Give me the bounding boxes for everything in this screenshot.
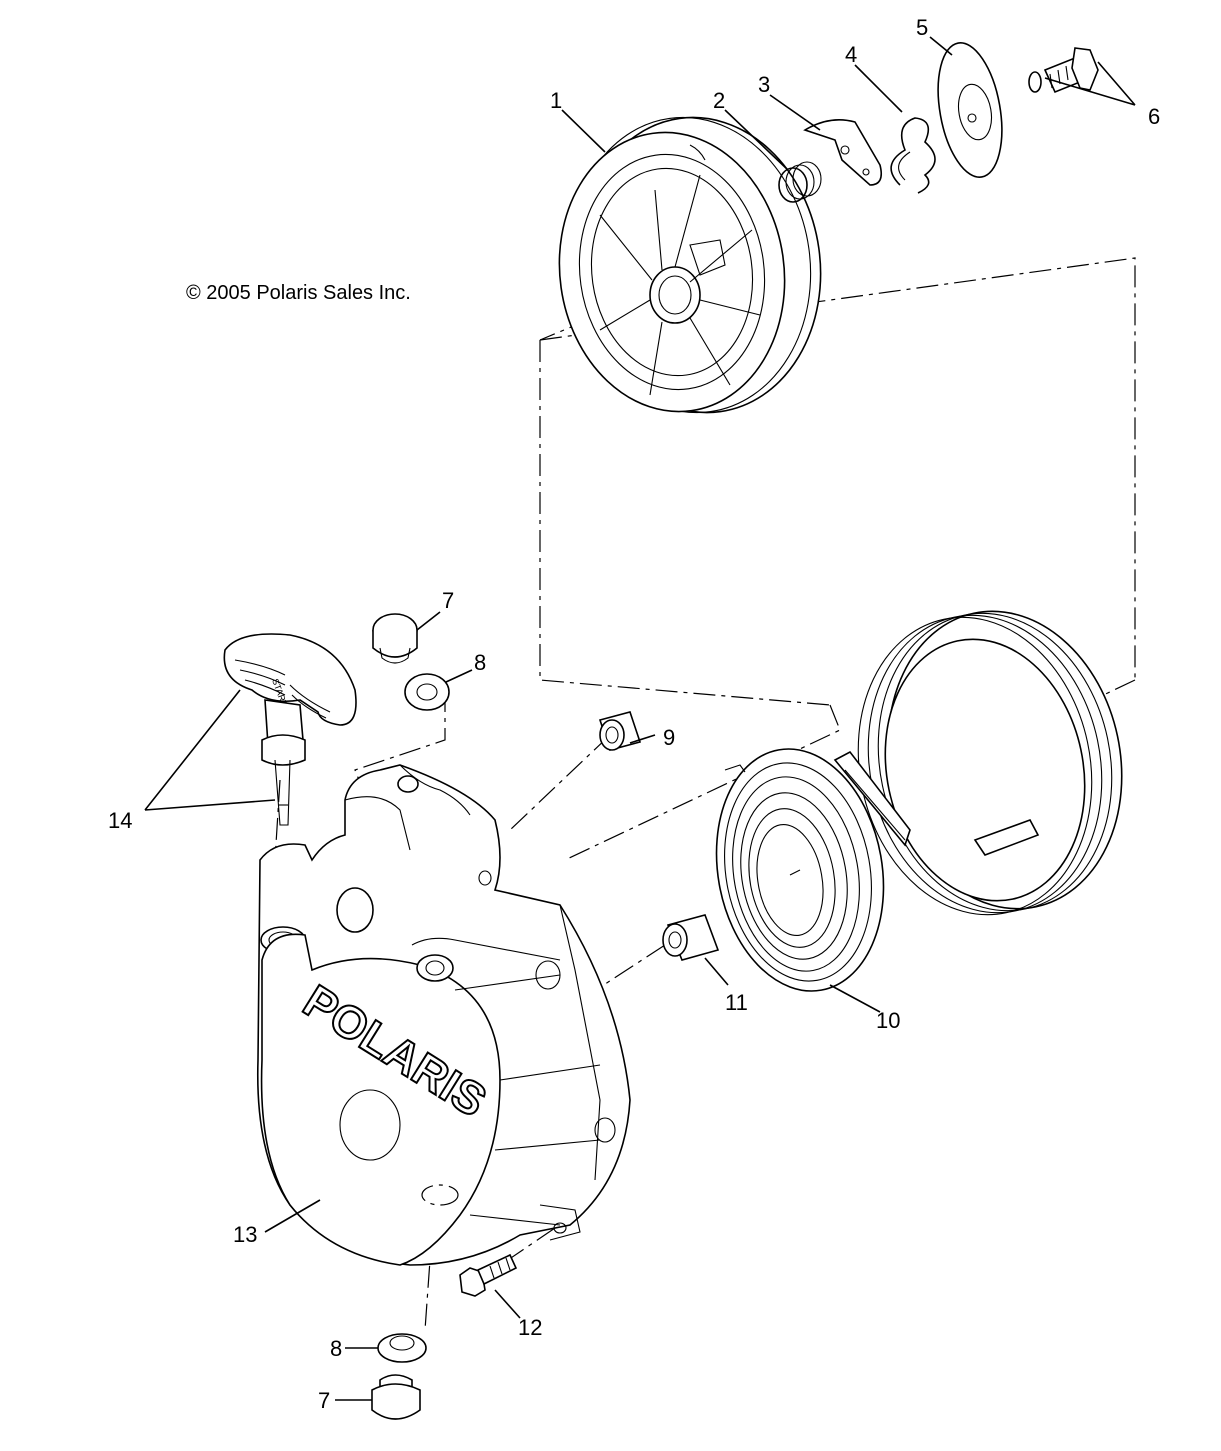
callout-8-top: 8 xyxy=(474,650,486,675)
callout-1: 1 xyxy=(550,88,562,113)
rope-reel xyxy=(833,610,1123,916)
handle-part-14: START xyxy=(223,633,357,826)
callout-11: 11 xyxy=(725,990,748,1015)
recoil-spring-part-10 xyxy=(715,748,885,992)
washer-part-8-top xyxy=(404,673,450,711)
callout-7-top: 7 xyxy=(442,588,454,613)
callout-4: 4 xyxy=(845,42,857,67)
callout-8-bottom: 8 xyxy=(330,1336,342,1361)
bolt-part-6 xyxy=(1028,47,1099,94)
clip-part-4 xyxy=(890,117,936,194)
callout-3: 3 xyxy=(758,72,770,97)
callout-6: 6 xyxy=(1148,104,1160,129)
spring-part-2 xyxy=(778,161,822,203)
callout-5: 5 xyxy=(916,15,928,40)
washer-part-8-bottom xyxy=(377,1333,427,1363)
callout-9: 9 xyxy=(663,725,675,750)
plate-part-5 xyxy=(937,42,1003,178)
pulley-part-1 xyxy=(558,116,822,414)
callout-7-bottom: 7 xyxy=(318,1388,330,1413)
copyright-notice: © 2005 Polaris Sales Inc. xyxy=(186,282,411,304)
cap-part-7-top xyxy=(372,613,418,664)
pawl-part-3 xyxy=(803,119,883,186)
callout-2: 2 xyxy=(713,88,725,113)
bushing-part-9 xyxy=(598,711,642,751)
housing-part-13: POLARIS xyxy=(256,764,631,1266)
callout-14: 14 xyxy=(108,808,132,833)
callout-10: 10 xyxy=(876,1008,900,1033)
callout-labels: 1 2 3 4 5 6 7 8 9 10 11 12 13 14 8 7 xyxy=(108,15,1160,1413)
cap-part-7-bottom xyxy=(371,1374,421,1420)
callout-13: 13 xyxy=(233,1222,257,1247)
callout-12: 12 xyxy=(518,1315,542,1340)
leader-lines xyxy=(144,36,1136,1401)
bolt-part-12 xyxy=(459,1253,518,1297)
bushing-part-11 xyxy=(662,914,720,961)
